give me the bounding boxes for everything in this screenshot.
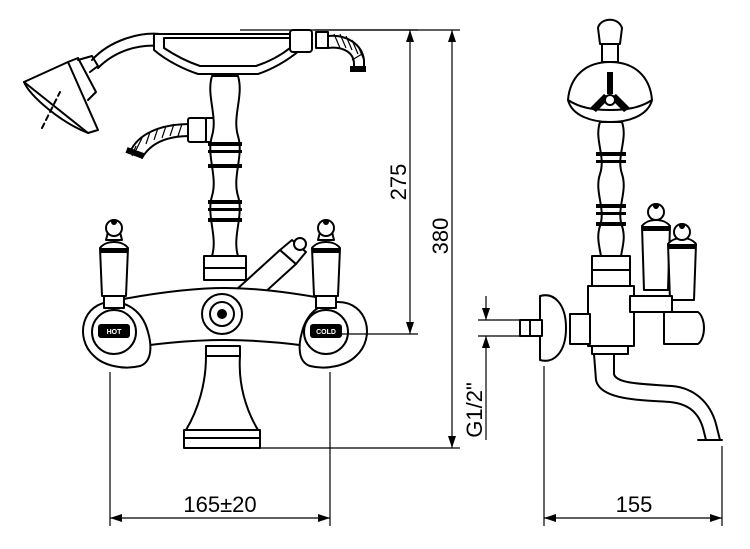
- hand-shower-head: [23, 55, 99, 134]
- dim-hose-height: 275: [386, 164, 411, 201]
- side-view: [519, 18, 723, 441]
- dimension-labels: 275 380 G1/2" 165±20 155: [183, 164, 652, 517]
- hot-label: HOT: [107, 329, 123, 336]
- pedestal: [183, 345, 261, 449]
- faucet-body: [117, 287, 333, 351]
- dim-total-height: 380: [428, 218, 453, 255]
- coiled-hose-side: [125, 117, 221, 159]
- side-column: [591, 121, 631, 287]
- side-shower-head: [567, 18, 653, 123]
- cold-label: COLD: [316, 329, 336, 336]
- front-view: HOT COLD: [23, 29, 368, 449]
- dim-projection-depth: 155: [616, 492, 653, 517]
- central-column: [203, 75, 247, 281]
- dimension-lines: [109, 29, 723, 526]
- cold-valve: COLD: [298, 219, 368, 369]
- dim-center-distance: 165±20: [183, 492, 256, 517]
- hot-valve: HOT: [82, 219, 152, 369]
- handset-cradle: [153, 29, 329, 75]
- side-body: [519, 285, 705, 362]
- side-handles: [641, 203, 697, 301]
- coiled-hose-top: [327, 33, 366, 72]
- side-spout: [593, 353, 723, 441]
- dim-connection-thread: G1/2": [462, 382, 487, 438]
